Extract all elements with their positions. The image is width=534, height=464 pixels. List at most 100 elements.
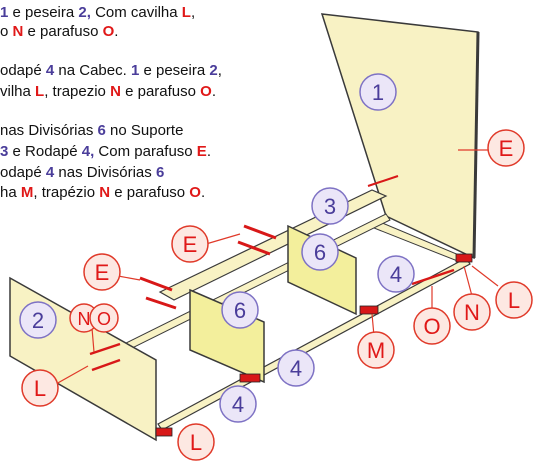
instruction-text: Com cavilha	[90, 4, 182, 21]
hardware-label: E	[83, 253, 121, 291]
instruction-text: nas Divisórias	[0, 122, 98, 139]
hardware-ref: N	[12, 23, 24, 40]
instruction-text: e parafuso	[110, 184, 190, 201]
svg-text:M: M	[367, 338, 385, 363]
screw-e	[237, 240, 271, 256]
part-label: 3	[311, 187, 349, 225]
instruction-text: e Rodapé	[8, 143, 82, 160]
instruction-line: odapé 4 na Cabec. 1 e peseira 2,	[0, 62, 222, 80]
svg-text:N: N	[464, 300, 480, 325]
svg-text:3: 3	[324, 194, 336, 219]
dowel-l	[455, 253, 473, 263]
trapezio-m	[359, 305, 379, 315]
part-number-ref: 2,	[78, 4, 91, 21]
part-number-ref: 6	[97, 122, 106, 139]
instruction-text: ,	[217, 62, 222, 79]
hardware-ref: E	[196, 143, 207, 160]
hardware-ref: O	[189, 184, 201, 201]
instruction-text: ha	[0, 184, 21, 201]
instruction-line: nas Divisórias 6 no Suporte	[0, 122, 183, 140]
leader-line	[55, 365, 89, 385]
instruction-text: no Suporte	[105, 122, 184, 139]
headboard-edge	[472, 31, 480, 259]
instruction-line: odapé 4 nas Divisórias 6	[0, 164, 164, 182]
instruction-text: ,	[190, 4, 196, 21]
svg-text:N: N	[78, 309, 91, 329]
svg-text:O: O	[423, 314, 440, 339]
instruction-line: o N e parafuso O.	[0, 23, 118, 41]
hardware-ref: N	[99, 184, 111, 201]
screw-e	[145, 296, 177, 310]
svg-text:6: 6	[314, 240, 326, 265]
headboard-panel	[320, 13, 479, 260]
part-number-ref: 4	[45, 62, 55, 79]
svg-text:L: L	[34, 376, 46, 401]
hardware-label: O	[413, 307, 451, 345]
hardware-ref: L	[181, 4, 191, 21]
svg-text:4: 4	[232, 392, 244, 417]
instruction-text: odapé	[0, 164, 46, 181]
screw-o	[89, 342, 121, 356]
instruction-text: e peseira	[8, 4, 79, 21]
hardware-label: N	[453, 293, 491, 331]
part-number-ref: 1	[0, 4, 9, 21]
instruction-line: vilha L, trapezio N e parafuso O.	[0, 83, 216, 101]
hardware-label: E	[171, 225, 209, 263]
instruction-text: .	[211, 83, 216, 100]
screw-e	[243, 224, 277, 240]
part-number-ref: 2	[209, 62, 218, 79]
instruction-text: e parafuso	[23, 23, 103, 40]
hardware-ref: L	[35, 83, 45, 100]
svg-text:E: E	[499, 136, 514, 161]
hardware-ref: M	[20, 184, 34, 201]
part-label: 4	[277, 349, 315, 387]
part-number-ref: 4,	[81, 143, 95, 160]
screw-o	[411, 268, 455, 286]
leader-line	[117, 275, 141, 281]
instruction-text: .	[206, 143, 211, 160]
part-number-ref: 4	[45, 164, 55, 181]
svg-text:6: 6	[234, 298, 246, 323]
instruction-line: 1 e peseira 2, Com cavilha L,	[0, 4, 195, 22]
leader-line	[91, 327, 95, 353]
dowel-l	[239, 373, 261, 383]
hardware-ref: O	[200, 83, 212, 100]
svg-text:L: L	[508, 288, 520, 313]
screw-e	[367, 175, 399, 187]
part-number-ref: 6	[155, 164, 165, 181]
instruction-text: Com parafuso	[94, 143, 197, 160]
svg-text:2: 2	[32, 308, 44, 333]
instruction-text: vilha	[0, 83, 36, 100]
hardware-label: L	[495, 281, 533, 319]
hardware-ref: N	[110, 83, 121, 100]
svg-text:1: 1	[372, 80, 384, 105]
part-label: 6	[301, 233, 339, 271]
instruction-text: e parafuso	[120, 83, 201, 100]
part-label: 4	[377, 255, 415, 293]
svg-text:E: E	[183, 232, 198, 257]
instruction-text: .	[114, 23, 119, 40]
part-label: 1	[359, 73, 397, 111]
svg-text:E: E	[95, 260, 110, 285]
instruction-text: e peseira	[139, 62, 210, 79]
hardware-label: L	[177, 423, 215, 461]
svg-text:4: 4	[390, 262, 402, 287]
part-label: 2	[19, 301, 57, 339]
svg-text:4: 4	[290, 356, 302, 381]
dowel-l	[155, 427, 173, 437]
hardware-label: O	[89, 303, 119, 333]
svg-text:O: O	[97, 309, 111, 329]
part-label: 6	[221, 291, 259, 329]
instruction-text: odapé	[0, 62, 46, 79]
hardware-label: E	[487, 129, 525, 167]
leader-line	[205, 233, 241, 245]
part-label: 4	[219, 385, 257, 423]
svg-text:L: L	[190, 430, 202, 455]
hardware-label: L	[21, 369, 59, 407]
instruction-text: na Cabec.	[54, 62, 131, 79]
part-number-ref: 1	[130, 62, 140, 79]
leader-line	[463, 265, 473, 297]
instruction-text: , trapezio	[44, 83, 111, 100]
